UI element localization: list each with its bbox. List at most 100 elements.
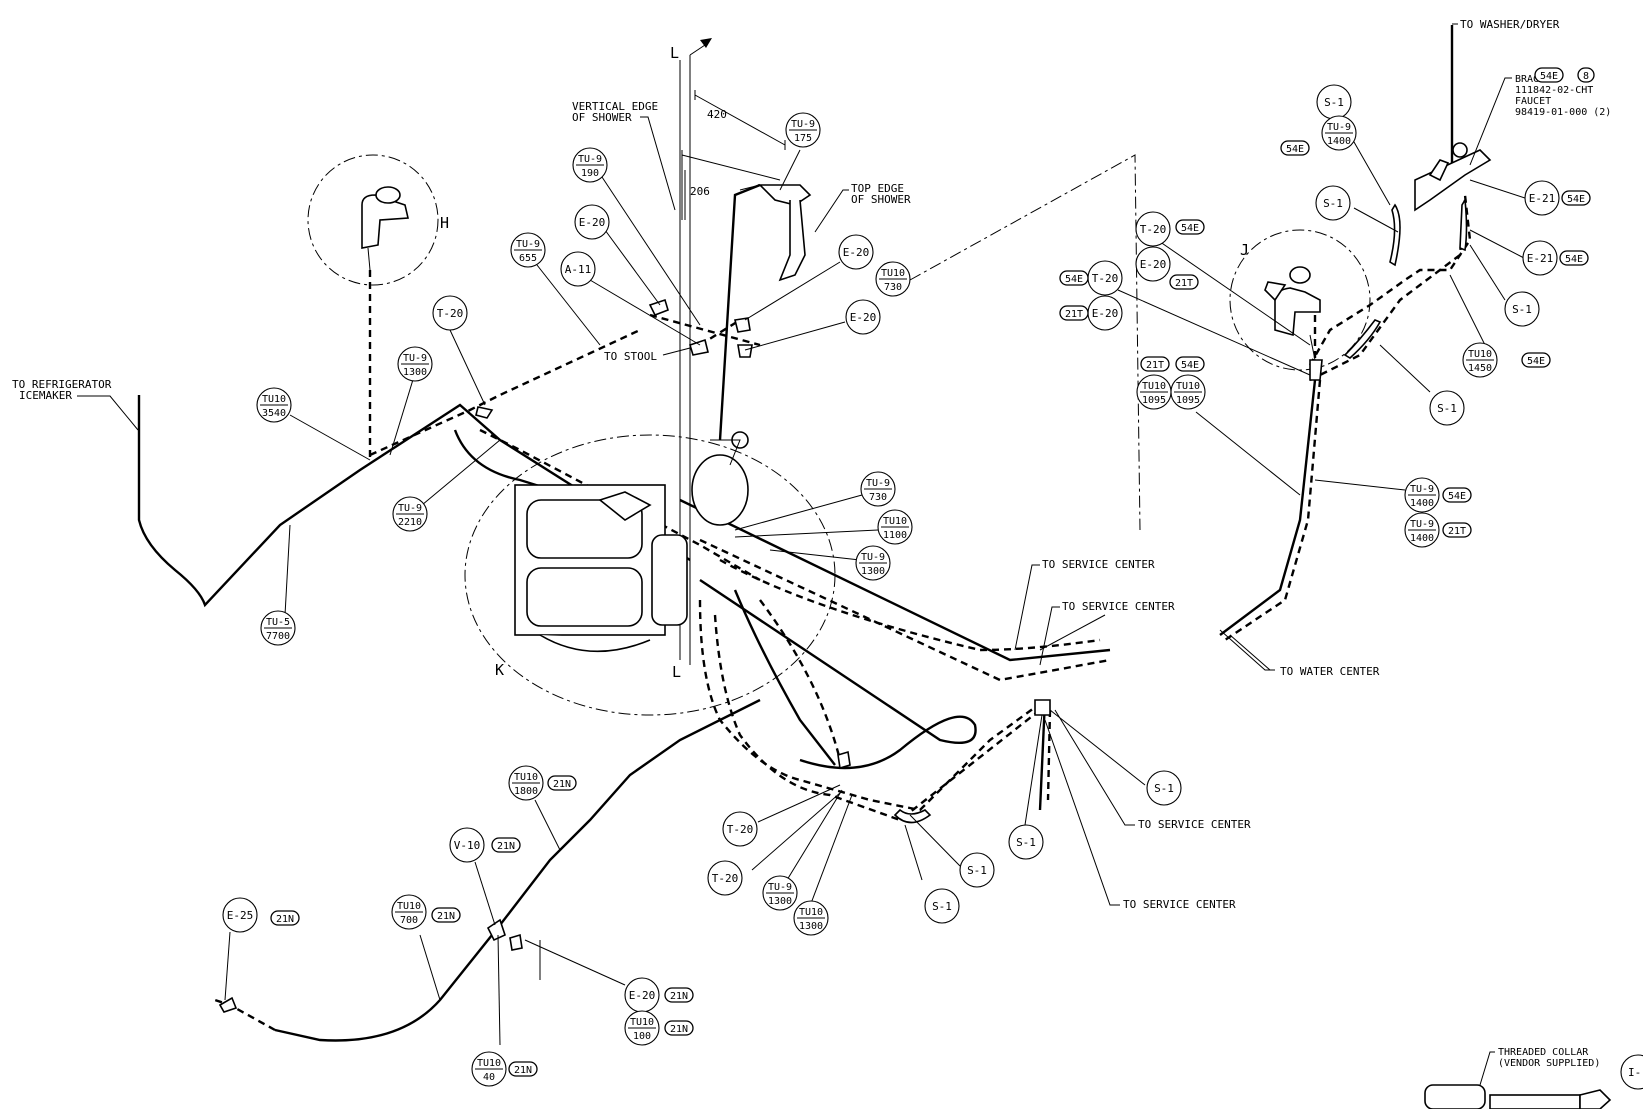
bubble-e21-b: E-21 xyxy=(1522,240,1558,276)
detail-letter-h: H xyxy=(440,214,449,232)
svg-text:700: 700 xyxy=(400,915,418,926)
note-vertical-edge-2: OF SHOWER xyxy=(572,111,632,124)
svg-text:100: 100 xyxy=(633,1031,651,1042)
bubble-e21-a: E-21 xyxy=(1524,180,1560,216)
bubble-i-cut: I- xyxy=(1620,1054,1643,1090)
note-to-service-center-1: TO SERVICE CENTER xyxy=(1042,558,1155,571)
svg-text:E-20: E-20 xyxy=(843,246,870,259)
detail-circle-k xyxy=(464,434,836,716)
service-center-3-leader xyxy=(1054,709,1135,826)
note-vertical-edge-1: VERTICAL EDGE xyxy=(572,100,658,113)
to-service-line xyxy=(1039,614,1106,651)
svg-text:I-: I- xyxy=(1628,1066,1641,1079)
pill-21t-b: 21T xyxy=(1059,305,1089,321)
pill-54e-a: 54E xyxy=(1280,140,1310,156)
bubble-tu9-175: TU-9 175 xyxy=(785,112,821,148)
svg-text:1800: 1800 xyxy=(514,786,538,797)
svg-text:1095: 1095 xyxy=(1142,395,1166,406)
fitting-e20-a xyxy=(648,298,669,317)
svg-text:TU10: TU10 xyxy=(799,907,823,918)
detail-letter-k: K xyxy=(495,661,504,679)
fitting-a11 xyxy=(689,338,709,356)
svg-text:E-21: E-21 xyxy=(1527,252,1554,265)
svg-text:V-10: V-10 xyxy=(454,839,481,852)
svg-text:TU-9: TU-9 xyxy=(1410,484,1434,495)
svg-text:54E: 54E xyxy=(1567,194,1585,205)
faucet-h-branch xyxy=(369,328,641,457)
svg-text:54E: 54E xyxy=(1181,360,1199,371)
lower-loop-d xyxy=(759,599,842,761)
lower-loop-b xyxy=(713,614,1041,822)
pill-21n-b: 21N xyxy=(491,837,521,853)
svg-text:TU-9: TU-9 xyxy=(578,154,602,165)
detail-circles: H J K L L xyxy=(307,38,1371,716)
svg-text:E-25: E-25 xyxy=(227,909,254,922)
pill-8: 8 xyxy=(1577,67,1595,83)
svg-text:S-1: S-1 xyxy=(1437,402,1457,415)
svg-text:TU10: TU10 xyxy=(630,1017,654,1028)
tag-pills: 54E54E54E54E54E54E54E54E54E21T21T21T21T2… xyxy=(270,67,1595,1077)
svg-text:54E: 54E xyxy=(1286,144,1304,155)
leader-bracket xyxy=(1469,77,1512,166)
bubble-tu10-1300: TU10 1300 xyxy=(793,900,829,936)
leader-to-stool xyxy=(662,347,691,356)
note-top-edge-1: TOP EDGE xyxy=(851,182,904,195)
svg-text:175: 175 xyxy=(794,133,812,144)
bubble-e20-b: E-20 xyxy=(838,234,874,270)
pill-54e-d: 54E xyxy=(1175,356,1205,372)
pill-54e-h: 54E xyxy=(1442,487,1472,503)
svg-text:S-1: S-1 xyxy=(1512,303,1532,316)
bubble-a11: A-11 xyxy=(560,251,596,287)
svg-text:21T: 21T xyxy=(1146,360,1164,371)
note-threaded-collar-2: (VENDOR SUPPLIED) xyxy=(1498,1058,1600,1069)
right-riser-dash xyxy=(1224,379,1322,641)
svg-text:1300: 1300 xyxy=(799,921,823,932)
fitting-t20-c xyxy=(837,750,851,770)
svg-text:TU-9: TU-9 xyxy=(791,119,815,130)
svg-text:T-20: T-20 xyxy=(1140,223,1167,236)
svg-text:655: 655 xyxy=(519,253,537,264)
svg-text:3540: 3540 xyxy=(262,408,286,419)
svg-text:TU10: TU10 xyxy=(1142,381,1166,392)
svg-text:21N: 21N xyxy=(514,1065,532,1076)
svg-text:TU-9: TU-9 xyxy=(1410,519,1434,530)
pipe-routes xyxy=(137,25,1472,1042)
dimension-206: 206 xyxy=(690,185,710,198)
bubble-t20-left: T-20 xyxy=(432,295,468,331)
bubble-e25: E-25 xyxy=(222,897,258,933)
leader-vertical-edge xyxy=(640,116,676,211)
bubble-t20-c1: T-20 xyxy=(722,811,758,847)
svg-text:21N: 21N xyxy=(670,1024,688,1035)
pill-54e-c: 54E xyxy=(1059,270,1089,286)
svg-text:2210: 2210 xyxy=(398,517,422,528)
svg-text:21T: 21T xyxy=(1448,526,1466,537)
bubble-s1-d: S-1 xyxy=(1429,390,1465,426)
svg-text:S-1: S-1 xyxy=(1154,782,1174,795)
svg-text:54E: 54E xyxy=(1448,491,1466,502)
svg-text:TU10: TU10 xyxy=(1468,349,1492,360)
split-bubbles: TU-9190TU-9175TU-9655TU10730TU-91300TU10… xyxy=(256,112,1498,1087)
pill-21t-a: 21T xyxy=(1169,274,1199,290)
svg-text:TU10: TU10 xyxy=(514,772,538,783)
svg-text:TU10: TU10 xyxy=(262,394,286,405)
to-water-center-leaders xyxy=(1219,629,1275,671)
pill-54e-g: 54E xyxy=(1521,352,1551,368)
pill-21n-a: 21N xyxy=(547,775,577,791)
shower-supply-dash xyxy=(649,313,761,347)
pill-54e-i: 54E xyxy=(1534,67,1564,83)
fitting-service-riser xyxy=(1034,699,1051,716)
section-letter-l-bottom: L xyxy=(672,663,681,681)
main-trunk-b xyxy=(699,538,1111,682)
svg-text:21T: 21T xyxy=(1175,278,1193,289)
section-arrow-head xyxy=(700,38,712,48)
service-center-4-leader xyxy=(1044,719,1120,906)
svg-text:TU-5: TU-5 xyxy=(266,617,290,628)
dimension-420: 420 xyxy=(707,108,727,121)
lower-left-main xyxy=(274,698,761,1042)
